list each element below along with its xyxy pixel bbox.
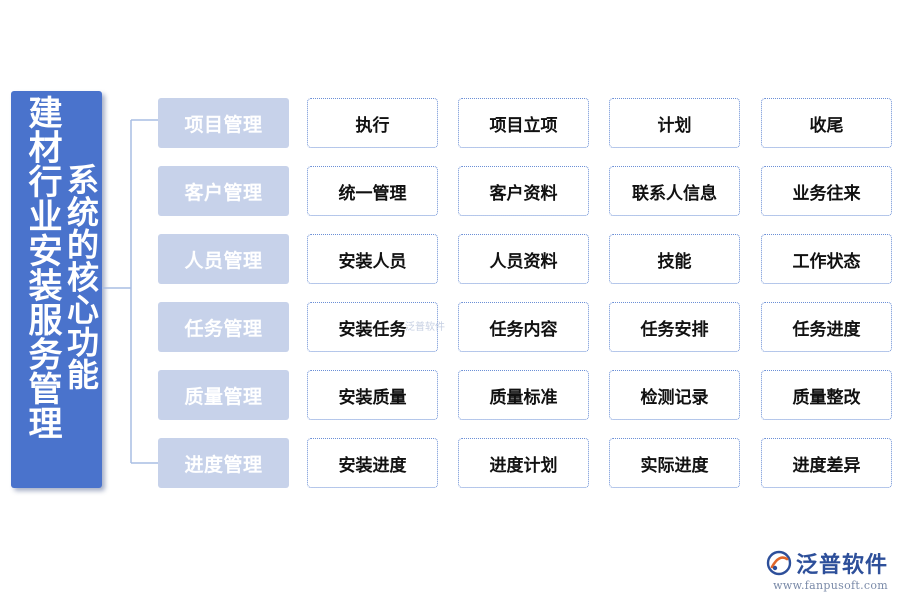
function-item: 工作状态 [761,234,892,284]
category-box: 人员管理 [158,234,289,284]
function-item: 任务进度 [761,302,892,352]
function-item: 安装任务 [307,302,438,352]
function-item: 进度计划 [458,438,589,488]
category-box: 质量管理 [158,370,289,420]
function-item: 进度差异 [761,438,892,488]
function-item: 质量标准 [458,370,589,420]
logo-name: 泛普软件 [795,553,888,578]
function-item: 计划 [609,98,740,148]
fanpu-logo-icon [766,550,792,576]
logo: 泛普软件 www.fanpusoft.com [766,547,888,592]
function-item: 联系人信息 [609,166,740,216]
category-box: 任务管理 [158,302,289,352]
function-item: 任务安排 [609,302,740,352]
function-item: 任务内容 [458,302,589,352]
watermark: 泛普软件 [405,322,445,333]
function-item: 项目立项 [458,98,589,148]
function-item: 统一管理 [307,166,438,216]
function-item: 业务往来 [761,166,892,216]
diagram-subtitle: 系统的核心功能 [62,163,100,391]
function-item: 实际进度 [609,438,740,488]
logo-url: www.fanpusoft.com [773,579,888,592]
function-item: 客户资料 [458,166,589,216]
function-item: 检测记录 [609,370,740,420]
diagram-title: 建材行业安装服务管理 [22,95,62,440]
function-item: 人员资料 [458,234,589,284]
category-box: 客户管理 [158,166,289,216]
category-box: 进度管理 [158,438,289,488]
function-item: 安装质量 [307,370,438,420]
function-item: 执行 [307,98,438,148]
function-item: 质量整改 [761,370,892,420]
function-item: 安装进度 [307,438,438,488]
function-item: 收尾 [761,98,892,148]
category-box: 项目管理 [158,98,289,148]
function-item: 安装人员 [307,234,438,284]
title-box: 建材行业安装服务管理 系统的核心功能 [11,91,102,488]
function-item: 技能 [609,234,740,284]
